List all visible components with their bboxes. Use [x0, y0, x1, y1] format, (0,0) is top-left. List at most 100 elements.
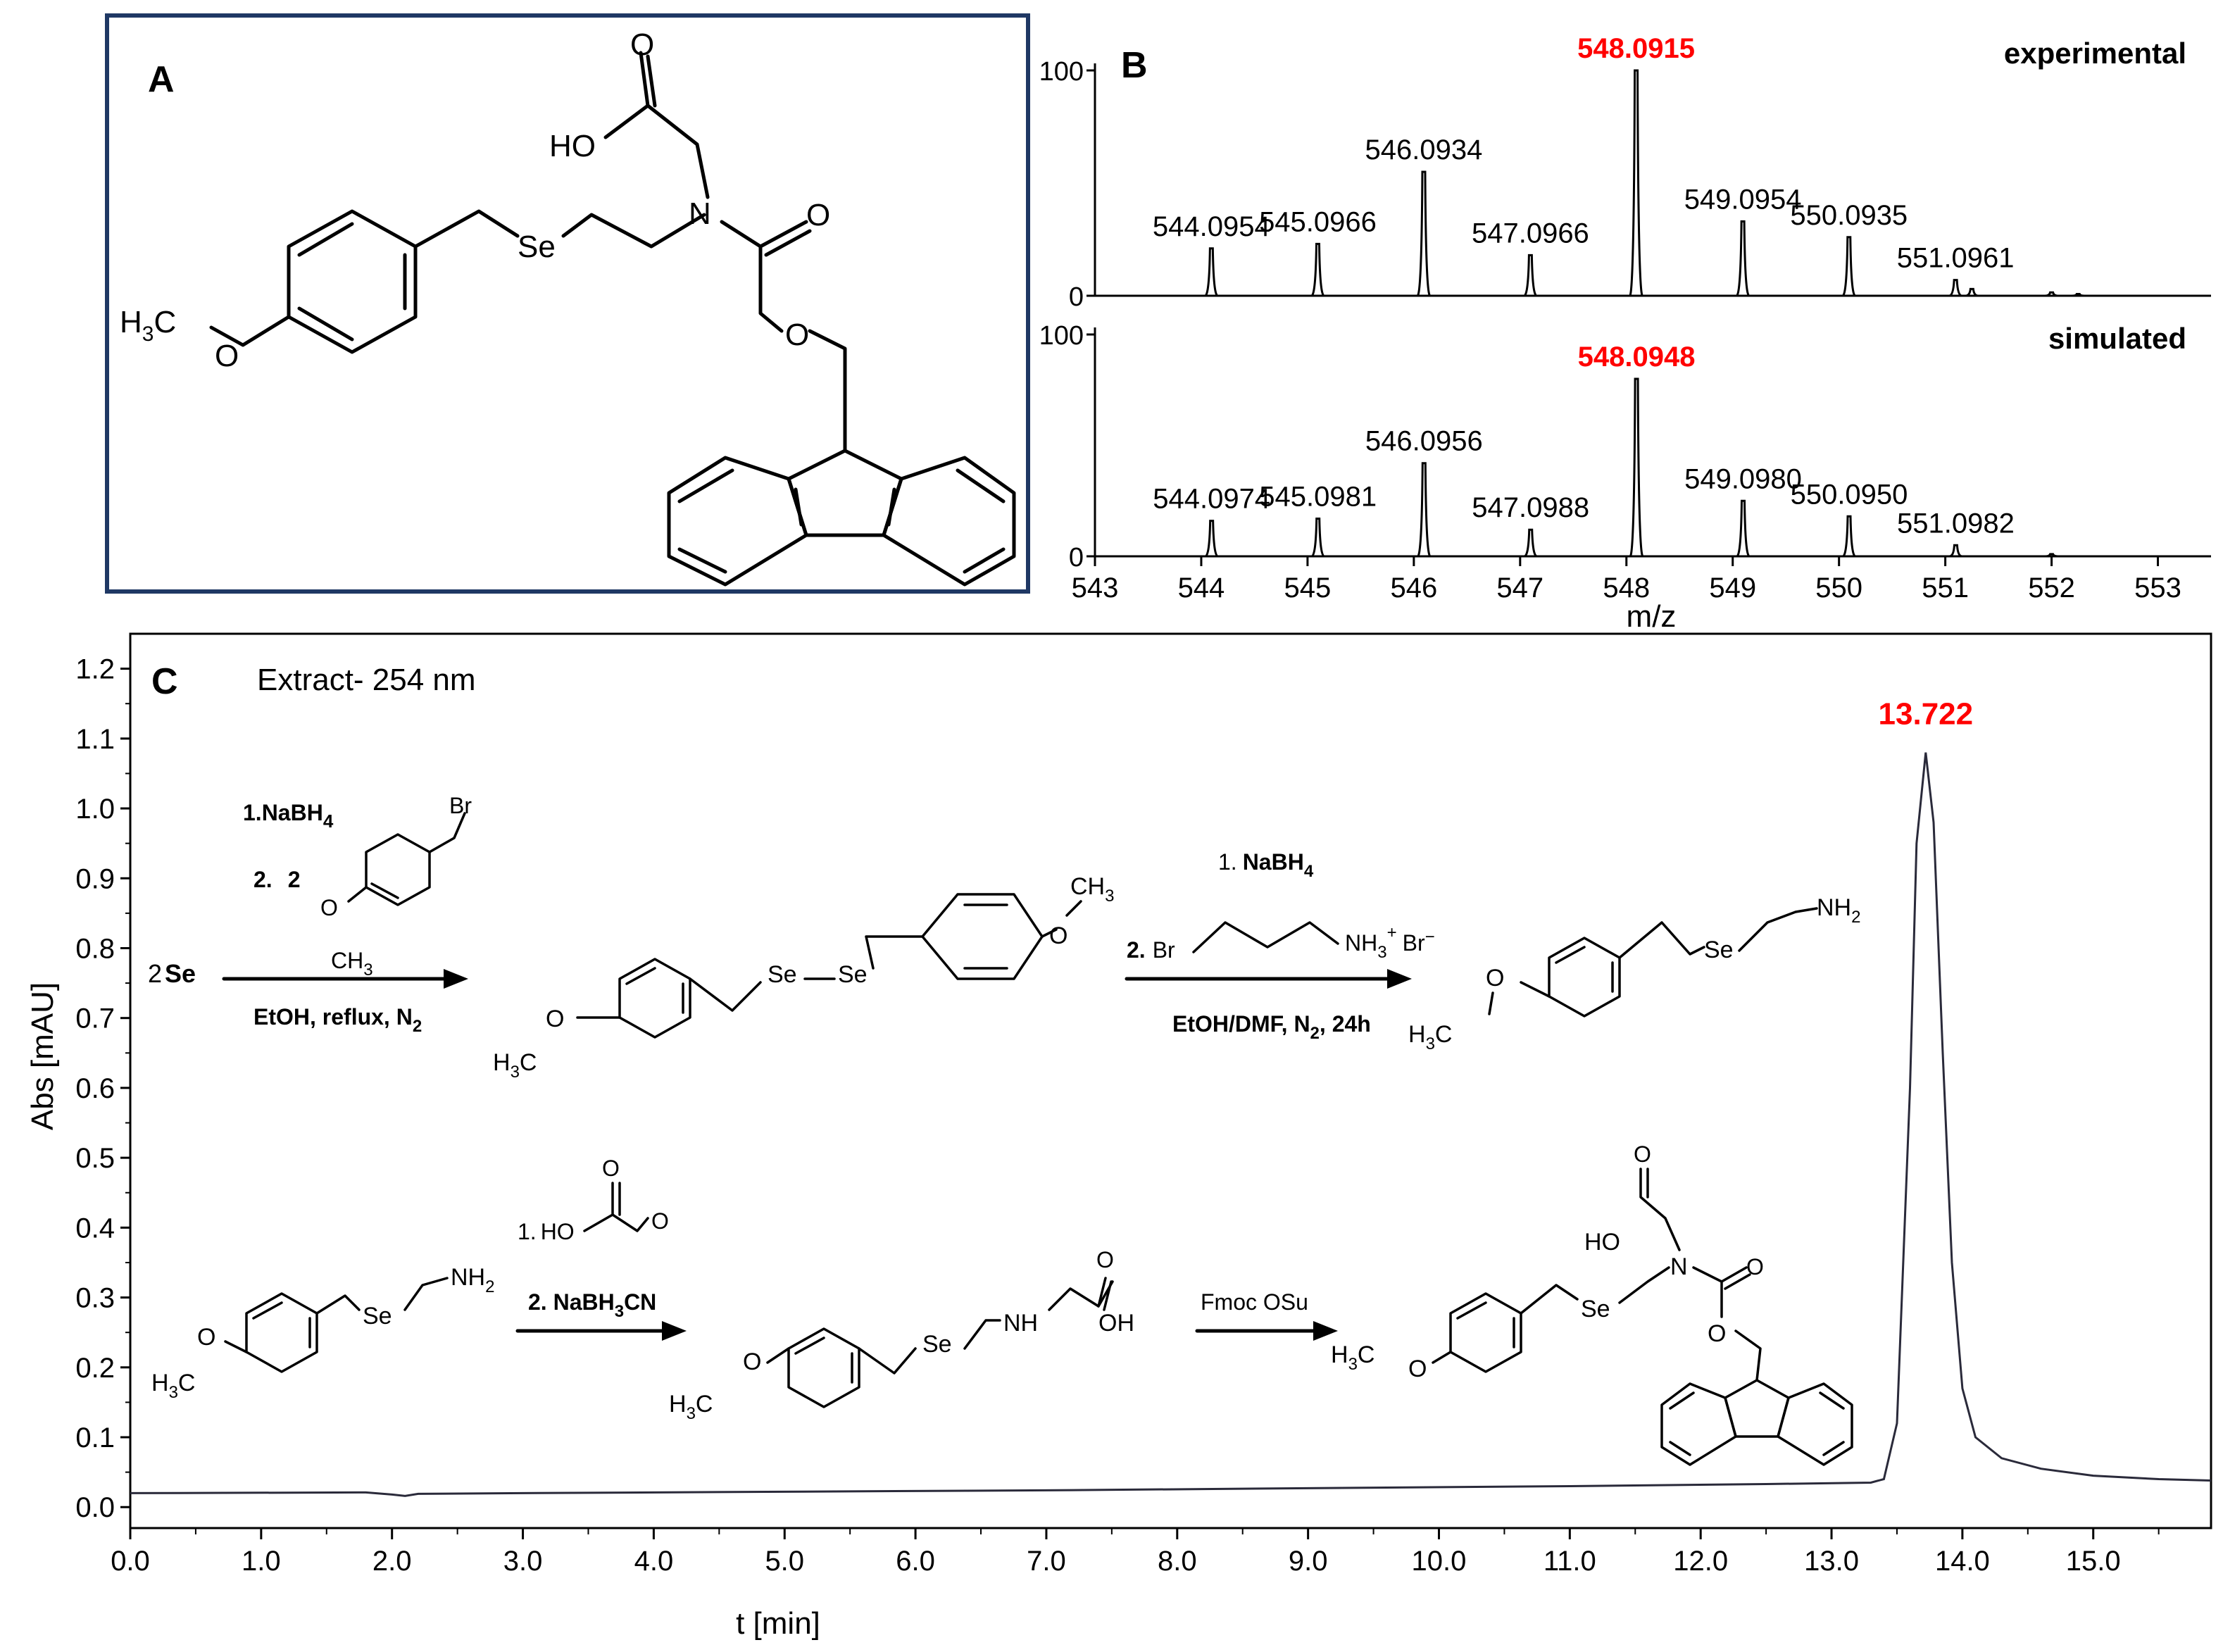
svg-text:Se: Se: [838, 961, 868, 988]
ms-peak: [1841, 236, 1856, 297]
svg-text:NH2: NH2: [451, 1264, 494, 1296]
svg-text:Se: Se: [1581, 1296, 1610, 1322]
hplc-y-tick-label: 1.0: [75, 794, 115, 825]
ms-peak-label: 551.0961: [1897, 243, 2015, 274]
hplc-y-tick-label: 0.0: [75, 1492, 115, 1523]
panel-a-letter: A: [148, 59, 175, 100]
ms-y-tick-label: 0: [1069, 282, 1084, 312]
svg-text:OH: OH: [1098, 1310, 1134, 1337]
svg-text:O: O: [215, 339, 239, 373]
hplc-x-tick-label: 0.0: [111, 1546, 150, 1577]
hplc-x-tick-label: 10.0: [1412, 1546, 1467, 1577]
svg-text:2. NaBH3CN: 2. NaBH3CN: [528, 1289, 656, 1321]
hplc-y-tick-label: 0.6: [75, 1073, 115, 1104]
ms-peak-label: 545.0981: [1259, 481, 1377, 512]
hplc-x-tick-label: 1.0: [242, 1546, 281, 1577]
ms-peak-label: 547.0988: [1472, 492, 1589, 523]
ms-peak: [1842, 515, 1856, 558]
hplc-x-tick-label: 14.0: [1935, 1546, 1990, 1577]
ms-peak-label: 550.0950: [1791, 479, 1908, 510]
hplc-y-axis-label: Abs [mAU]: [25, 982, 60, 1130]
panel-c-letter: C: [151, 661, 178, 702]
ms-x-tick-label: 548: [1603, 572, 1650, 603]
svg-text:H3C: H3C: [1331, 1341, 1374, 1374]
ms-peak-label: 546.0934: [1365, 134, 1483, 165]
ms-peak: [2045, 291, 2058, 297]
panel-c: 0.00.10.20.30.40.50.60.70.80.91.01.11.20…: [25, 632, 2212, 1641]
hplc-y-tick-label: 0.5: [75, 1143, 115, 1174]
ms-x-tick-label: 551: [1922, 572, 1969, 603]
ms-y-tick-label: 0: [1069, 543, 1084, 572]
ms-peak-label-highlight: 548.0915: [1577, 33, 1695, 64]
svg-text:O: O: [1096, 1247, 1114, 1272]
svg-text:2.2: 2.2: [253, 867, 300, 892]
ms-x-tick-label: 550: [1815, 572, 1862, 603]
svg-text:H3C: H3C: [120, 305, 176, 346]
svg-text:O: O: [1746, 1254, 1764, 1279]
svg-text:Br: Br: [449, 793, 472, 818]
ms-peak-label: 549.0954: [1684, 184, 1802, 215]
svg-text:Fmoc OSu: Fmoc OSu: [1201, 1289, 1308, 1315]
ms-x-axis-label: m/z: [1627, 599, 1677, 634]
hplc-x-tick-label: 2.0: [372, 1546, 412, 1577]
svg-text:H3C: H3C: [493, 1049, 537, 1082]
svg-text:Se: Se: [922, 1331, 952, 1358]
ms-peak-label: 549.0980: [1684, 463, 1802, 494]
ms-peak: [1524, 528, 1538, 558]
svg-text:O: O: [1408, 1356, 1427, 1382]
svg-text:HO: HO: [1584, 1229, 1620, 1256]
ms-x-tick-label: 546: [1390, 572, 1437, 603]
hplc-x-tick-label: 9.0: [1289, 1546, 1328, 1577]
svg-text:N: N: [1670, 1253, 1688, 1280]
svg-text:O: O: [651, 1208, 669, 1234]
hplc-y-tick-label: 0.9: [75, 863, 115, 894]
ms-peak: [1310, 517, 1325, 558]
chromatogram-title: Extract- 254 nm: [257, 663, 476, 697]
svg-text:O: O: [1486, 965, 1504, 991]
svg-text:CH3: CH3: [331, 948, 373, 980]
ms-peak-label: 547.0966: [1472, 218, 1589, 249]
svg-text:N: N: [689, 196, 711, 231]
svg-text:EtOH/DMF, N2, 24h: EtOH/DMF, N2, 24h: [1172, 1011, 1371, 1043]
svg-text:O: O: [743, 1348, 761, 1375]
svg-text:O: O: [1708, 1320, 1726, 1347]
svg-text:O: O: [197, 1324, 215, 1351]
ms-peak: [1204, 247, 1219, 297]
svg-text:O: O: [785, 318, 809, 352]
hplc-trace: [130, 752, 2212, 1497]
ms-peak: [1965, 287, 1979, 297]
ms-peak: [2045, 553, 2058, 558]
ms-peak-label: 550.0935: [1790, 200, 1908, 231]
svg-text:O: O: [546, 1006, 564, 1032]
ms-peak: [1735, 220, 1751, 297]
hplc-y-tick-label: 1.2: [75, 654, 115, 685]
simulated-label: simulated: [2048, 322, 2186, 355]
svg-text:Se: Se: [1704, 937, 1734, 963]
ms-peak-label: 544.0974: [1153, 484, 1270, 515]
hplc-x-tick-label: 15.0: [2066, 1546, 2121, 1577]
svg-text:H3C: H3C: [669, 1391, 713, 1423]
hplc-x-tick-label: 8.0: [1158, 1546, 1197, 1577]
ms-x-tick-label: 549: [1709, 572, 1756, 603]
hplc-y-tick-label: 0.1: [75, 1422, 115, 1453]
hplc-x-tick-label: 6.0: [896, 1546, 935, 1577]
hplc-plot-frame: [129, 632, 2212, 1529]
svg-text:CH3: CH3: [1070, 873, 1114, 906]
experimental-label: experimental: [2004, 37, 2186, 70]
ms-peak: [1523, 254, 1538, 297]
panel-a-frame: [105, 13, 1030, 594]
svg-text:1.HO: 1.HO: [518, 1219, 575, 1244]
ms-x-tick-label: 553: [2134, 572, 2181, 603]
hplc-chromatogram: 0.00.10.20.30.40.50.60.70.80.91.01.11.20…: [75, 632, 2212, 1577]
ms-peak-label: 551.0982: [1897, 508, 2015, 539]
ms-peak: [1204, 520, 1219, 558]
svg-text:O: O: [320, 895, 338, 920]
ms-x-tick-label: 547: [1496, 572, 1543, 603]
svg-text:NH2: NH2: [1817, 894, 1860, 927]
svg-text:O: O: [1634, 1141, 1651, 1167]
svg-text:O: O: [630, 27, 654, 62]
ms-y-tick-label: 100: [1039, 321, 1084, 351]
ms-simulated-plot: 0100544.0974545.0981546.0956547.0988548.…: [1039, 321, 2211, 603]
